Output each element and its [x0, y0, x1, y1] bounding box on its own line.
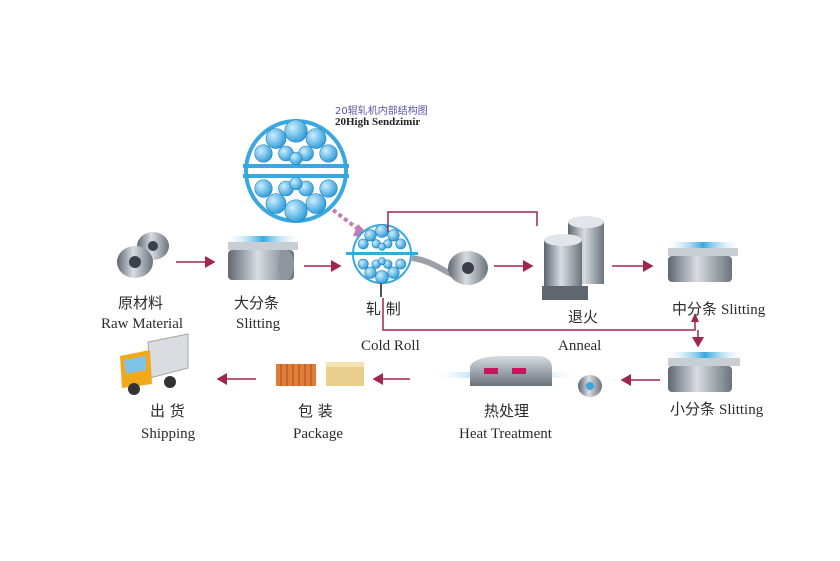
mill-strip-top	[243, 164, 349, 168]
roll-1	[364, 229, 377, 242]
heat-treatment-furnace	[430, 356, 602, 397]
shipping-label-en: Shipping	[141, 426, 196, 442]
roll-7	[289, 151, 303, 166]
roll-9	[364, 266, 377, 279]
small-slitting-label-en: Slitting	[719, 402, 764, 418]
roll-7	[378, 242, 386, 251]
mill-label-en: 20High Sendzimir	[335, 116, 421, 128]
roll-9	[265, 193, 287, 214]
roll-3	[254, 144, 273, 163]
anneal-furnace	[542, 216, 604, 300]
mill-detail	[243, 119, 349, 223]
small-slitting-machine	[664, 352, 746, 392]
roll-2	[305, 128, 327, 149]
shipping-label-cn: 出 货	[150, 402, 185, 420]
cold-roll-label-en: Cold Roll	[361, 338, 420, 354]
roll-2	[387, 229, 400, 242]
raw-material-label-en: Raw Material	[101, 316, 184, 332]
mill-label-cn: 20辊轧机内部结构图	[335, 106, 428, 117]
mill-rolls	[254, 119, 338, 223]
small-slitting-label-cn: 小分条	[670, 400, 716, 418]
roll-4	[319, 144, 338, 163]
cold-roll-to-slitting-line	[382, 298, 696, 331]
big-slitting-label-cn: 大分条	[234, 294, 280, 312]
big-slitting-label-en: Slitting	[236, 316, 281, 332]
mid-slitting-label: 中分条 Slitting	[672, 298, 765, 319]
raw-material-coils	[117, 232, 169, 278]
roll-0	[375, 224, 389, 238]
heat-treatment-label-cn: 热处理	[484, 402, 530, 420]
package-label-cn: 包 装	[298, 402, 333, 420]
package-boxes	[276, 362, 364, 386]
cold-roll-label-cn: 轧 制	[366, 300, 401, 318]
roll-15	[289, 176, 303, 191]
roll-11	[254, 179, 273, 198]
cold-roll-mill	[346, 224, 418, 297]
coil-recoiler	[411, 251, 488, 285]
mid-slitting-machine	[664, 242, 742, 282]
roll-10	[305, 193, 327, 214]
roll-15	[378, 257, 386, 266]
shipping-truck	[120, 333, 189, 395]
small-slitting-label: 小分条 Slitting	[670, 398, 763, 419]
raw-material-label-cn: 原材料	[118, 294, 164, 312]
roll-0	[284, 119, 308, 143]
mid-slitting-label-cn: 中分条	[672, 300, 718, 318]
roll-4	[395, 238, 407, 250]
roll-12	[395, 258, 407, 270]
mid-slitting-label-en: Slitting	[721, 302, 766, 318]
return-loop-line	[387, 211, 538, 232]
big-slitting-machine	[224, 236, 302, 280]
anneal-label-en: Anneal	[558, 338, 602, 354]
mill-strip-bottom	[243, 174, 349, 178]
roll-1	[265, 128, 287, 149]
roll-11	[357, 258, 369, 270]
anneal-label-cn: 退火	[568, 308, 599, 326]
heat-treatment-label-en: Heat Treatment	[459, 426, 552, 442]
roll-8	[284, 199, 308, 223]
roll-3	[357, 238, 369, 250]
roll-8	[375, 270, 389, 284]
roll-10	[387, 266, 400, 279]
flow-arrows	[176, 256, 704, 386]
roll-12	[319, 179, 338, 198]
package-label-en: Package	[293, 426, 343, 442]
